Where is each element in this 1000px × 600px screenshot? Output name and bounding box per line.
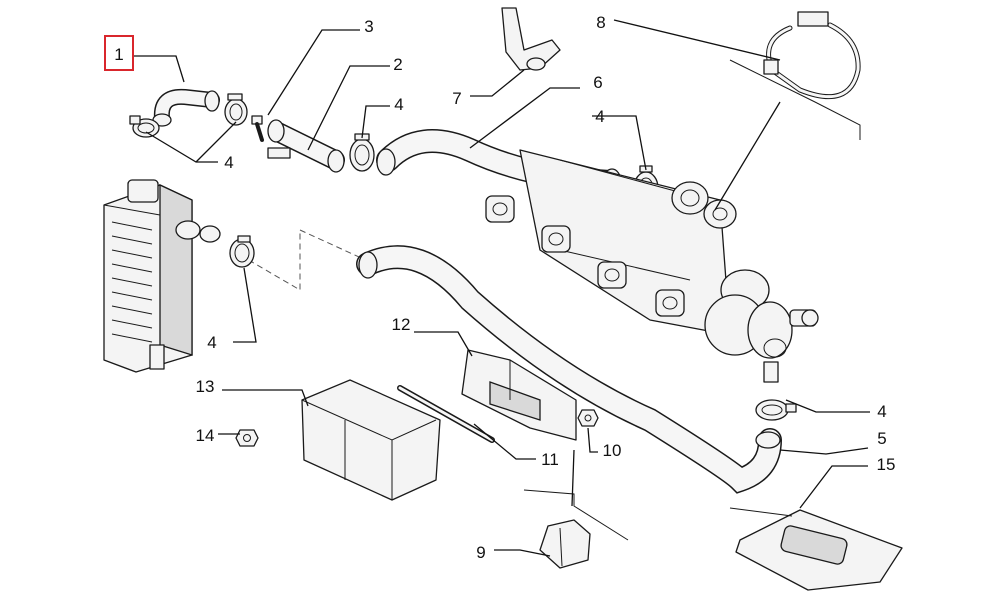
callout-9[interactable]: 9 (476, 543, 485, 562)
rod-part-11 (397, 385, 495, 443)
callout-highlight-box (104, 35, 134, 71)
callout-10[interactable]: 10 (603, 441, 622, 460)
callout-5[interactable]: 5 (877, 429, 886, 448)
intercooler-core-grid (111, 221, 153, 343)
callout-6[interactable]: 6 (593, 73, 602, 92)
callout-4-center[interactable]: 4 (394, 95, 403, 114)
hose-clamp (755, 399, 797, 421)
reference-line (523, 489, 629, 541)
callout-4-upper-left[interactable]: 4 (224, 153, 233, 172)
pipe-part-2 (267, 119, 345, 173)
reference-dashed-line (299, 229, 371, 263)
guard-plate-part-15 (735, 509, 903, 591)
nut-part-10 (577, 409, 599, 427)
callout-13[interactable]: 13 (196, 377, 215, 396)
callout-1[interactable]: 1 (114, 45, 123, 64)
manifold-flange (541, 225, 571, 253)
callout-12[interactable]: 12 (392, 315, 411, 334)
strap-clamp-part-8 (763, 11, 861, 100)
clip-part-9 (539, 519, 591, 569)
leader-lines (134, 19, 870, 557)
exhaust-manifold (485, 149, 737, 336)
hose-clamp (349, 133, 375, 172)
manifold-flange (485, 195, 515, 223)
callout-14[interactable]: 14 (196, 426, 215, 445)
callout-15[interactable]: 15 (877, 455, 896, 474)
reference-dashed-line (239, 230, 301, 291)
manifold-flange (655, 289, 685, 317)
support-bracket-part-12 (461, 349, 577, 441)
hose-part-5 (356, 245, 782, 494)
hose-clamp (224, 93, 248, 126)
hose-clamp (229, 235, 255, 268)
hose-clamp (129, 115, 160, 138)
nut-part-14 (235, 429, 259, 447)
reference-line (729, 59, 861, 140)
callout-3[interactable]: 3 (364, 17, 373, 36)
turbocharger (704, 269, 819, 383)
callout-11[interactable]: 11 (541, 450, 559, 469)
callout-4-mid-left[interactable]: 4 (207, 333, 216, 352)
elbow-hose-part-1 (152, 88, 220, 127)
intercooler (103, 179, 221, 373)
heat-shield-part-13 (301, 379, 441, 501)
bracket-part-7 (501, 7, 561, 71)
callout-4-manifold[interactable]: 4 (595, 107, 604, 126)
callout-8[interactable]: 8 (596, 13, 605, 32)
callout-4-turbo[interactable]: 4 (877, 402, 886, 421)
reference-line (729, 507, 793, 517)
callout-2[interactable]: 2 (393, 55, 402, 74)
callout-7[interactable]: 7 (452, 89, 461, 108)
bolt-part-3 (251, 115, 264, 142)
manifold-flange (597, 261, 627, 289)
